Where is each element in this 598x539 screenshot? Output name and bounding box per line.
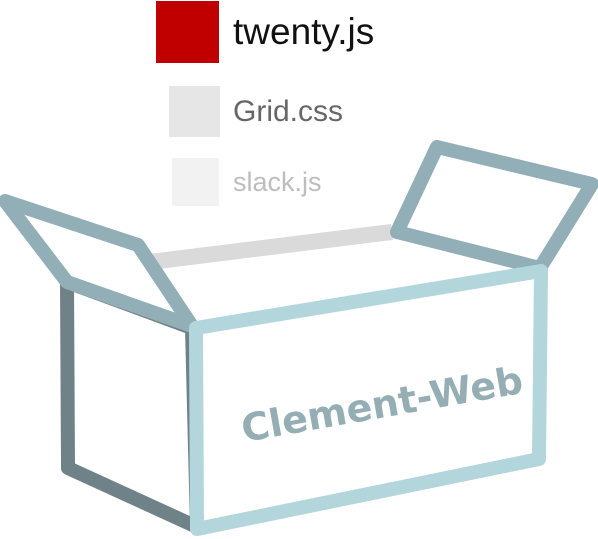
box-front-face <box>189 264 548 536</box>
legend-label-grid-css: Grid.css <box>233 95 344 128</box>
box-back-rim <box>149 224 393 270</box>
legend-item-twenty-js: twenty.js <box>156 1 374 63</box>
legend-swatch-twenty-js <box>156 1 219 63</box>
legend-swatch-slack-js <box>172 158 219 206</box>
legend-item-grid-css: Grid.css <box>169 86 343 137</box>
legend-item-slack-js: slack.js <box>172 158 322 206</box>
box-right-flap <box>390 140 598 275</box>
legend-swatch-grid-css <box>169 86 220 137</box>
legend-label-twenty-js: twenty.js <box>233 11 375 52</box>
legend-label-slack-js: slack.js <box>233 167 322 197</box>
